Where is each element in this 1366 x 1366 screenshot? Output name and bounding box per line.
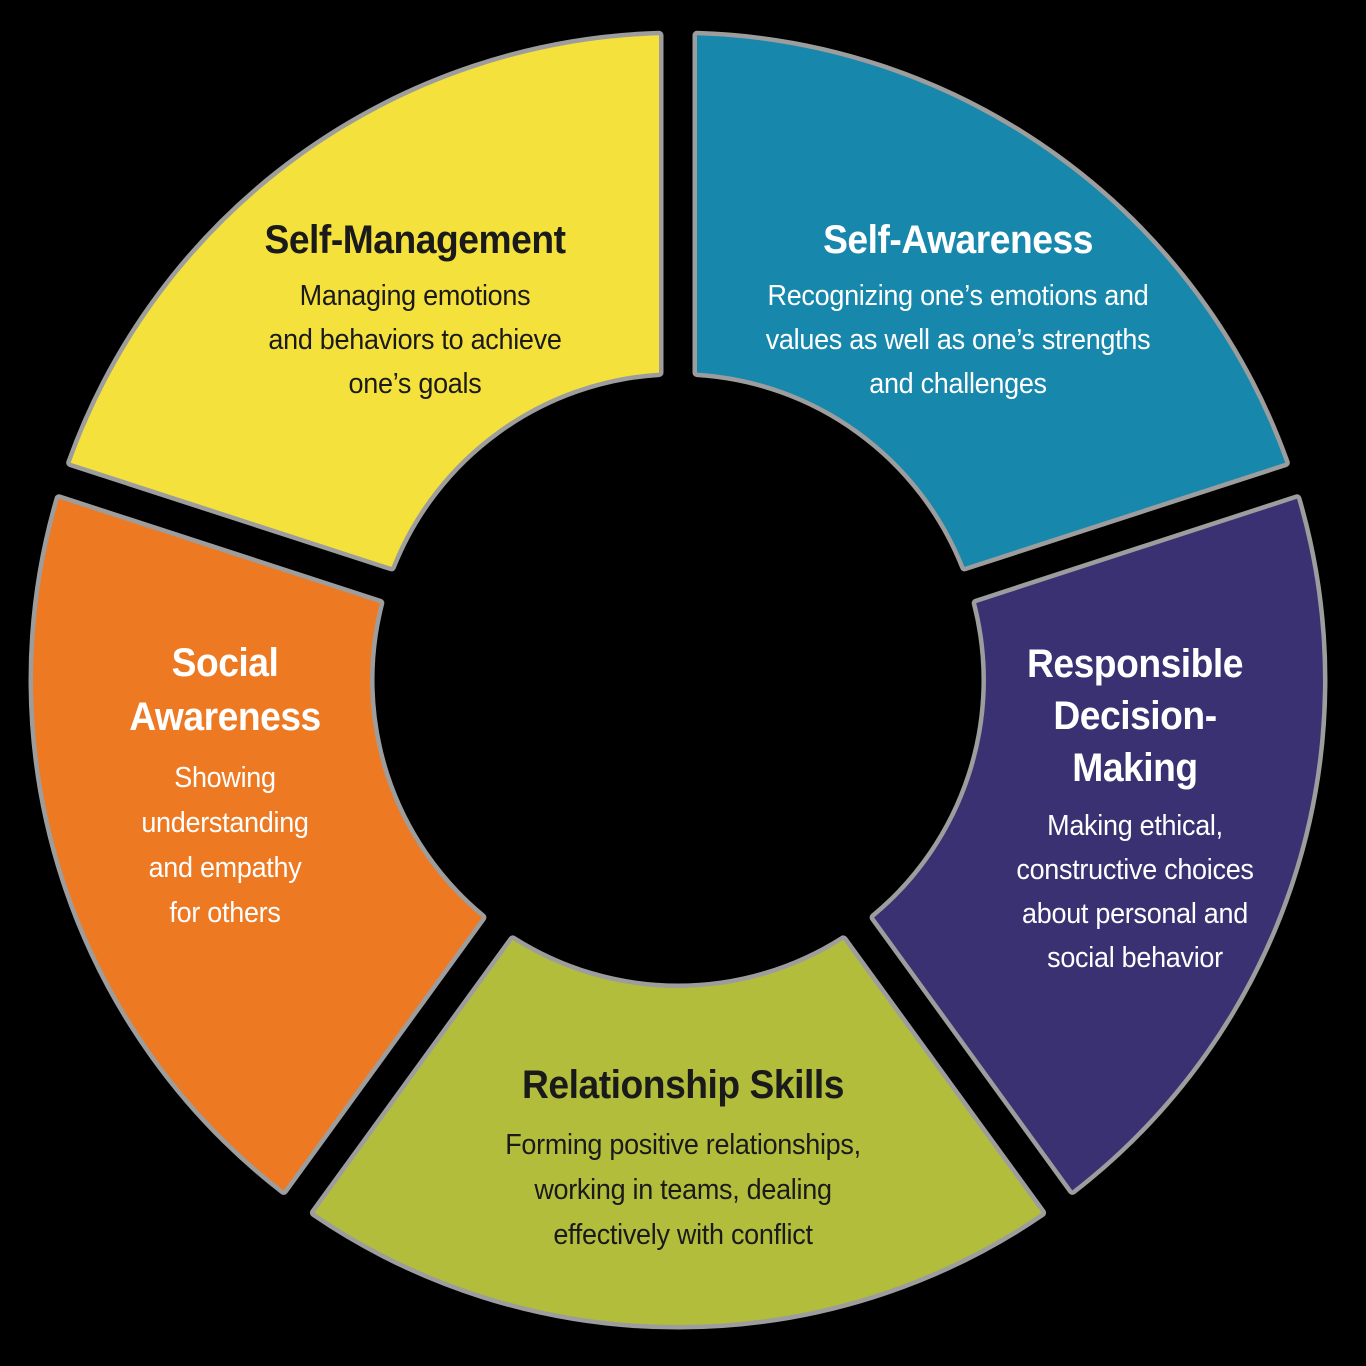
segment-shape-responsible-decision-making [874, 498, 1323, 1191]
segment-shape-self-awareness [697, 35, 1286, 567]
segment-shape-social-awareness [33, 498, 482, 1191]
segment-shape-relationship-skills [314, 939, 1042, 1326]
segment-shape-self-management [70, 35, 659, 567]
